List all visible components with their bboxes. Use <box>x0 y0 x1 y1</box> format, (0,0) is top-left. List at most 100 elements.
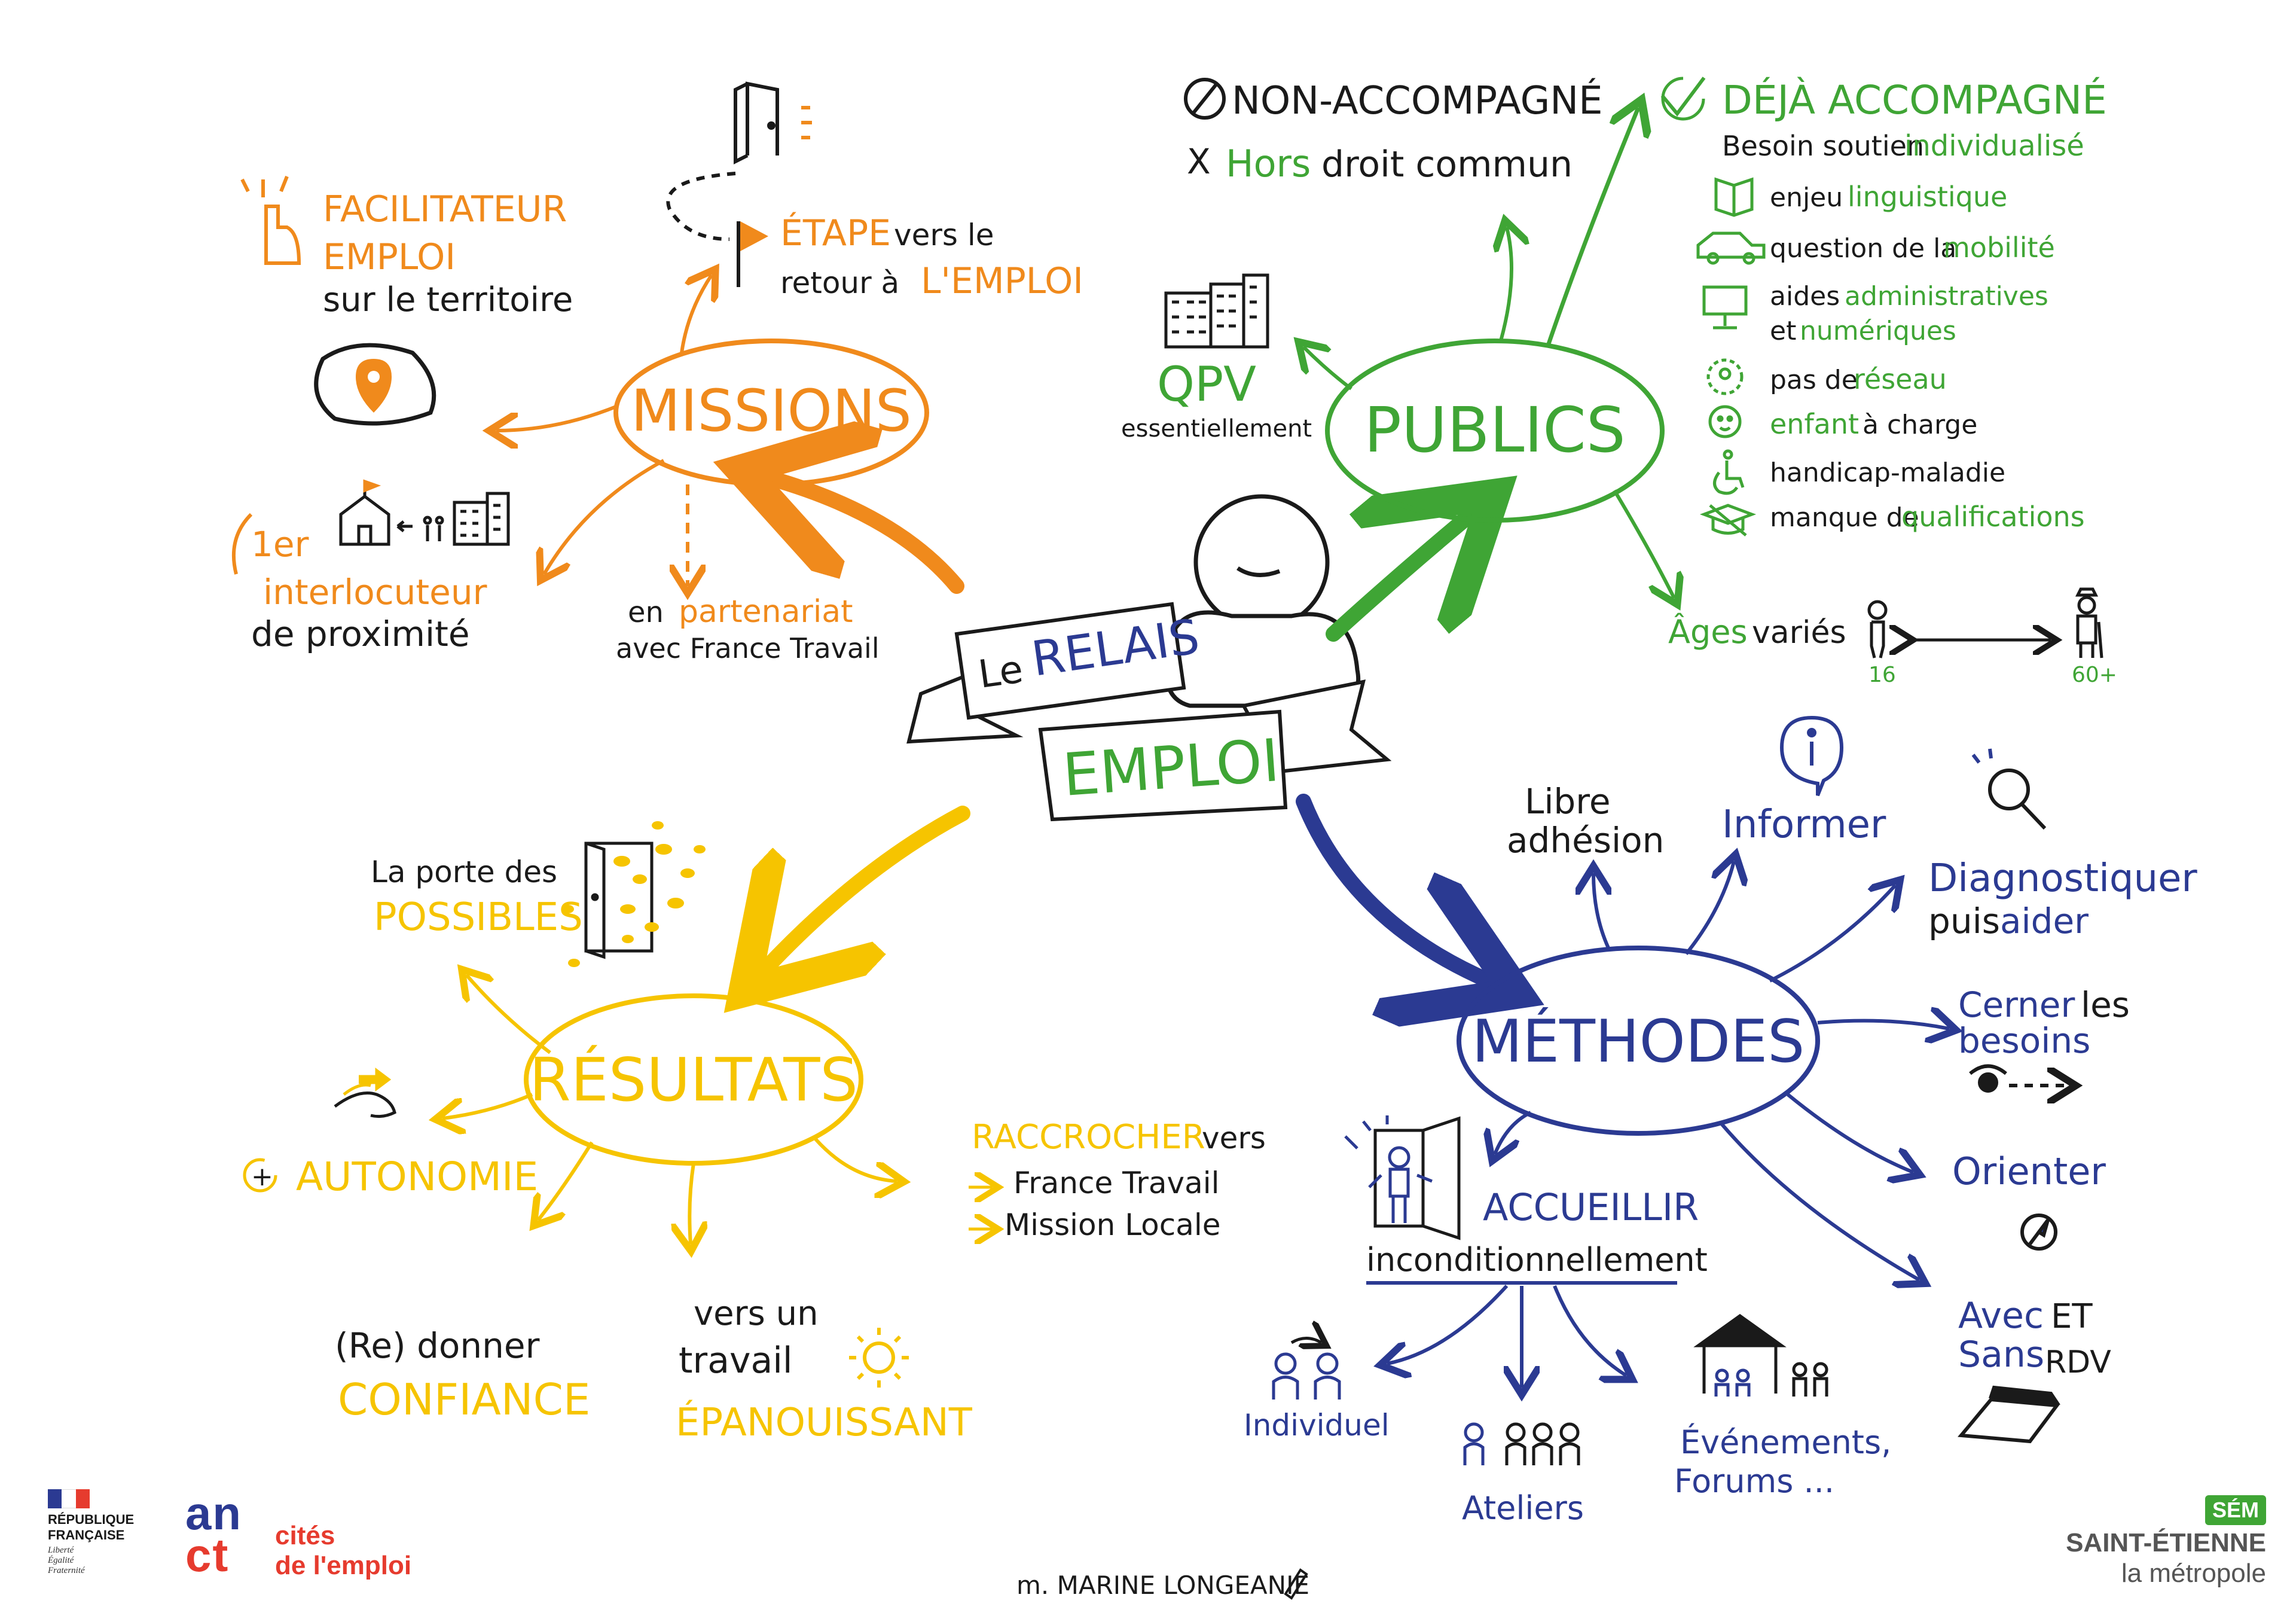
ages-b: variés <box>1752 615 1846 651</box>
interlocuteur-bracket <box>231 513 253 575</box>
open-door-icon <box>562 821 706 967</box>
car-icon <box>1696 231 1766 265</box>
tent-icon <box>1693 1313 1828 1397</box>
rdv-line2b: RDV <box>2045 1344 2111 1380</box>
door-icon <box>734 81 812 164</box>
missions-bubble <box>613 339 929 487</box>
town-hall-icon <box>339 479 390 546</box>
need-item: question de la mobilité <box>1696 231 2055 265</box>
etape-line2a: retour à <box>780 266 899 300</box>
rdv-line2a: Sans <box>1958 1334 2044 1376</box>
anct-mark: an ct <box>185 1490 242 1578</box>
center-node: Le RELAIS EMPLOI <box>906 494 1392 822</box>
anct-name: cités de l'emploi <box>275 1521 411 1581</box>
porte-line2: POSSIBLES <box>374 895 583 940</box>
interlocuteur-line2: interlocuteur <box>263 572 487 612</box>
confiance-line2: CONFIANCE <box>338 1374 590 1425</box>
need-mobilite-b: mobilité <box>1943 231 2055 264</box>
map-pin-icon <box>314 343 436 426</box>
etape-line2b: L'EMPLOI <box>921 260 1083 302</box>
individuel-label: Individuel <box>1244 1408 1390 1443</box>
building-icon <box>453 492 510 546</box>
diagnostiquer-line2a: puis <box>1928 901 2000 941</box>
check-circle-icon <box>1661 77 1705 121</box>
need-reseau-b: réseau <box>1854 363 1947 395</box>
hands-icon <box>334 1068 396 1118</box>
anct-mark-top: an <box>185 1487 243 1539</box>
facilitateur-line2: EMPLOI <box>323 236 456 278</box>
flag-icon <box>737 221 768 287</box>
publics-arrow-deja <box>1546 108 1638 345</box>
need-handicap: handicap-maladie <box>1770 458 2005 488</box>
partenariat-line2: avec France Travail <box>616 632 880 664</box>
resultats-branch: RÉSULTATS La porte des POSSIBLES <box>243 806 1266 1445</box>
ateliers-label: Ateliers <box>1462 1489 1584 1527</box>
deja-title: DÉJÀ ACCOMPAGNÉ <box>1722 77 2107 123</box>
old-person-icon <box>2075 587 2103 658</box>
libre-line1: Libre <box>1525 781 1611 822</box>
qpv-label: QPV <box>1157 356 1256 412</box>
resultats-main-arrow <box>765 806 970 969</box>
ages-max: 60+ <box>2072 663 2117 687</box>
computer-icon <box>1702 285 1748 330</box>
libre-line2: adhésion <box>1507 820 1664 861</box>
missions-branch: MISSIONS FACILITATEUR EMPLOI sur le terr… <box>231 81 1083 664</box>
graduation-cap-icon <box>1699 504 1757 536</box>
evenements-line1: Événements, <box>1680 1423 1891 1461</box>
accueillir-arrow-evenements <box>1553 1285 1626 1376</box>
publics-title: PUBLICS <box>1364 394 1625 467</box>
qpv-essentiellement: essentiellement <box>1121 415 1312 443</box>
french-flag-icon <box>48 1489 90 1508</box>
droit-commun: droit commun <box>1321 144 1573 185</box>
ages-min: 16 <box>1868 663 1896 687</box>
need-enfant-a: enfant <box>1770 408 1859 440</box>
methodes-title: MÉTHODES <box>1472 1007 1805 1076</box>
young-person-icon <box>1867 600 1888 658</box>
rdv-line1a: Avec <box>1958 1295 2044 1337</box>
autonomie-label: AUTONOMIE <box>296 1154 538 1200</box>
resultats-title: RÉSULTATS <box>529 1045 858 1115</box>
travail-line1: vers un <box>694 1294 819 1333</box>
need-admin-d: numériques <box>1800 316 1956 346</box>
orienter-label: Orienter <box>1952 1150 2106 1193</box>
partenariat-line1a: en <box>628 596 664 629</box>
diagnostiquer-line1: Diagnostiquer <box>1928 856 2197 901</box>
people-icon <box>396 516 444 541</box>
info-icon <box>1779 715 1844 797</box>
sem-badge: SÉM <box>2205 1495 2266 1525</box>
confiance-line1: (Re) donner <box>335 1325 540 1366</box>
raccrocher-line1a: RACCROCHER <box>972 1118 1205 1157</box>
informer-label: Informer <box>1722 803 1886 847</box>
resultats-arrow-autonomie <box>442 1093 533 1118</box>
raccrocher-line3: Mission Locale <box>1004 1208 1221 1242</box>
evenements-line2: Forums ... <box>1674 1462 1834 1500</box>
diagnostiquer-line2b: aider <box>2000 901 2089 941</box>
anct-name-line2: de l'emploi <box>275 1551 412 1580</box>
travail-line2: travail <box>679 1340 793 1382</box>
two-people-icon <box>1272 1339 1341 1400</box>
sem-city: SAINT-ÉTIENNE <box>2066 1528 2266 1557</box>
missions-title: MISSIONS <box>631 377 912 444</box>
travail-line3: ÉPANOUISSANT <box>676 1400 973 1445</box>
ribbon-bottom <box>1038 679 1392 822</box>
partenariat-line1b: partenariat <box>679 594 853 630</box>
need-item: enjeu linguistique <box>1714 177 2007 217</box>
saint-etienne-metropole-logo: SÉM SAINT-ÉTIENNE la métropole <box>2015 1495 2266 1597</box>
methodes-arrow-libre <box>1593 873 1608 949</box>
raccrocher-line1b: vers <box>1202 1121 1266 1155</box>
anct-logo: an ct cités de l'emploi <box>185 1490 436 1594</box>
raccrocher-line2: France Travail <box>1013 1166 1220 1200</box>
missions-arrow-etape <box>680 275 712 353</box>
hors-label: Hors <box>1226 142 1311 185</box>
cerner-line2: besoins <box>1958 1020 2090 1061</box>
need-qualif-a: manque de <box>1770 502 1919 533</box>
porte-line1: La porte des <box>371 855 557 889</box>
plus-circle-icon <box>243 1158 277 1193</box>
need-item: pas de réseau <box>1706 358 1947 395</box>
ages-a: Âges <box>1668 613 1748 651</box>
methodes-arrow-orienter <box>1787 1093 1913 1172</box>
rf-motto-3: Fraternité <box>48 1566 85 1575</box>
sun-icon <box>849 1328 909 1388</box>
rdv-line1b: ET <box>2051 1297 2093 1336</box>
magnifier-icon <box>1971 748 2047 830</box>
